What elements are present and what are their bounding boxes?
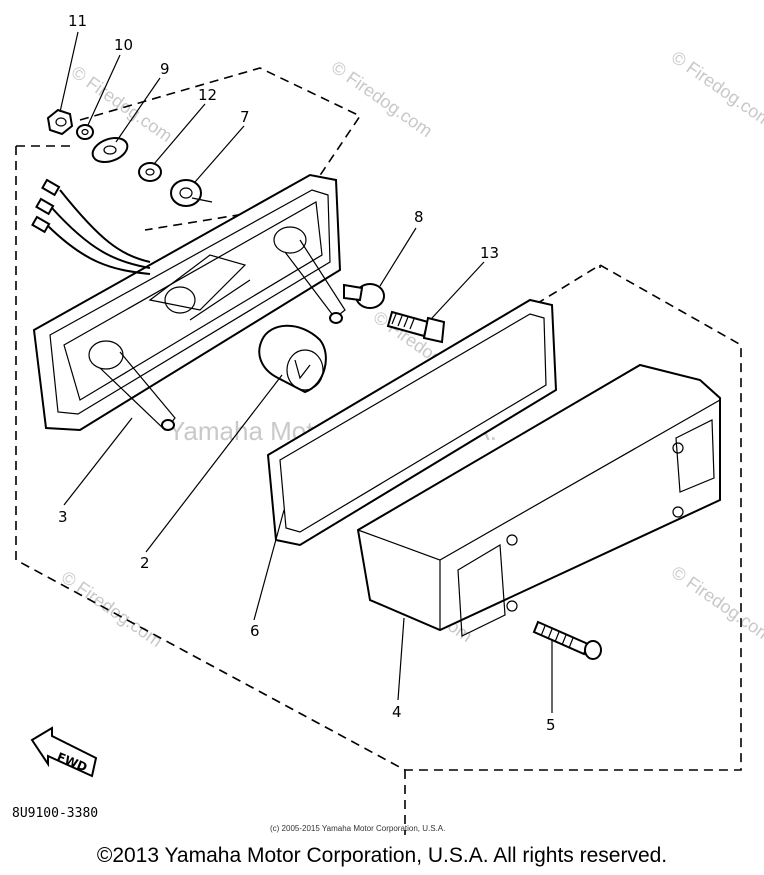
callout-label: 9	[160, 60, 170, 78]
callout-label: 7	[240, 108, 250, 126]
callout-label: 5	[546, 716, 556, 734]
fwd-arrow-icon: FWD	[30, 726, 98, 778]
callout-label: 10	[114, 36, 133, 54]
callout-label: 2	[140, 554, 150, 572]
watermark-lower-right: © Firedog.com	[668, 562, 764, 646]
callout-label: 8	[414, 208, 424, 226]
callout-labels: 11 10 9 12 7 8 13 3 2 6 4 5	[58, 12, 556, 734]
watermark-top-center: © Firedog.com	[328, 57, 436, 141]
nut-11	[46, 108, 74, 136]
leader-lines	[59, 31, 553, 713]
callout-label: 3	[58, 508, 68, 526]
callout-label: 4	[392, 703, 402, 721]
callout-label: 12	[198, 86, 217, 104]
washer-9	[91, 136, 129, 164]
callout-label: 11	[68, 12, 87, 30]
mounting-hardware	[46, 108, 213, 207]
watermark-top-right: © Firedog.com	[668, 47, 764, 131]
lock-washer-10	[76, 124, 94, 140]
callout-label: 6	[250, 622, 260, 640]
watermark-lower-left: © Firedog.com	[58, 567, 166, 651]
lamp-housing	[32, 173, 346, 432]
grommet-8-and-screw-13	[343, 283, 446, 344]
grommet-7	[170, 179, 202, 207]
lens	[356, 363, 721, 637]
copyright-footer: ©2013 Yamaha Motor Corporation, U.S.A. A…	[96, 844, 668, 867]
wire-harness	[31, 178, 151, 275]
washer-12	[138, 162, 162, 182]
screw-5	[532, 620, 602, 660]
bulb	[258, 324, 327, 394]
callout-label: 13	[480, 244, 499, 262]
part-number: 8U9100-3380	[12, 806, 99, 821]
small-copyright: (c) 2005-2015 Yamaha Motor Corporation, …	[270, 824, 446, 833]
